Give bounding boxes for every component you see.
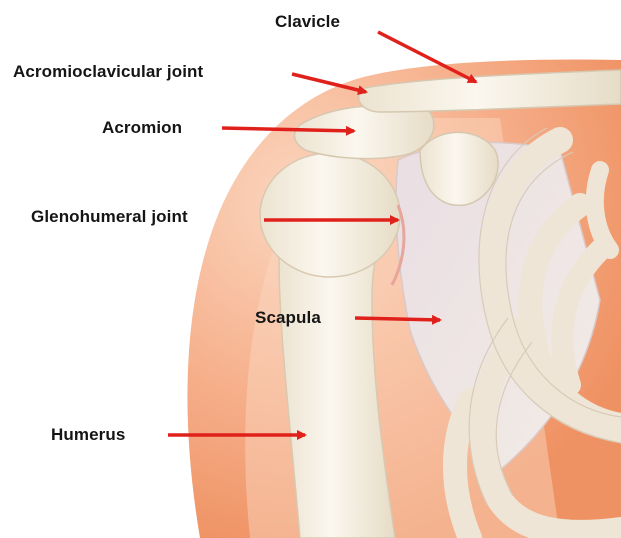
humerus-label: Humerus (51, 426, 125, 443)
humeral-head (260, 153, 400, 277)
scapula-label: Scapula (255, 309, 321, 326)
clavicle-label: Clavicle (275, 13, 340, 30)
acromioclavicular-joint-label: Acromioclavicular joint (13, 63, 203, 80)
scapula-arrow (355, 318, 440, 320)
acromion-label: Acromion (102, 119, 182, 136)
glenohumeral-joint-label: Glenohumeral joint (31, 208, 188, 225)
